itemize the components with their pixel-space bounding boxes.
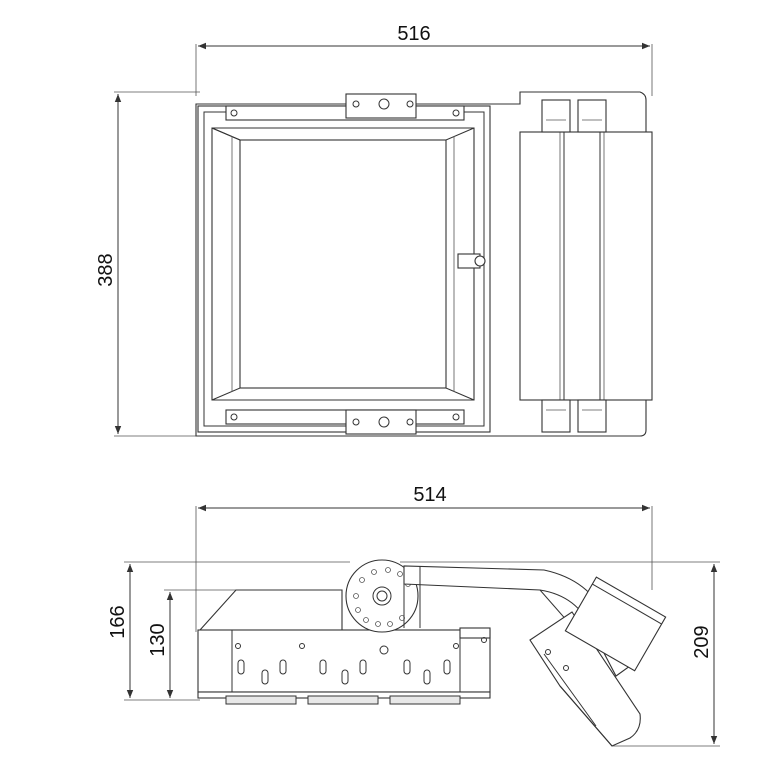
dimension-side-height-outer: 166 — [107, 561, 350, 701]
cable-gland-icon — [457, 253, 486, 269]
driver-clip-top-left — [541, 99, 571, 133]
dimension-top-height: 388 — [95, 91, 200, 437]
led-module-2 — [307, 695, 379, 705]
top-bracket — [225, 105, 465, 121]
dimension-side-height-total: 209 — [400, 561, 720, 747]
dimension-side-height-inner: 130 — [147, 589, 236, 698]
driver-box — [519, 131, 653, 401]
glass-window — [239, 139, 447, 389]
driver-clip-bottom-right — [577, 399, 607, 433]
side-view: 514 166 130 209 — [107, 484, 720, 747]
dimension-top-width: 516 — [195, 23, 653, 96]
lamp-housing — [197, 629, 491, 693]
led-module-1 — [225, 695, 297, 705]
led-module-3 — [389, 695, 461, 705]
arm-clamp — [459, 627, 491, 639]
side-height-outer-label: 166 — [107, 605, 129, 638]
bottom-hinge — [345, 409, 417, 435]
housing-slope — [198, 589, 343, 631]
top-width-label: 516 — [397, 23, 430, 45]
top-height-label: 388 — [95, 253, 117, 286]
driver-clip-top-right — [577, 99, 607, 133]
side-height-total-label: 209 — [691, 625, 713, 658]
side-driver-box — [564, 576, 667, 672]
driver-clip-bottom-left — [541, 399, 571, 433]
side-width-label: 514 — [413, 484, 446, 506]
side-height-inner-label: 130 — [147, 623, 169, 656]
vent-slots — [235, 643, 459, 685]
bottom-bracket — [225, 409, 465, 425]
mounting-plate — [529, 611, 641, 747]
top-hinge — [345, 93, 417, 119]
dimension-side-width: 514 — [195, 484, 653, 632]
top-view: 516 388 — [95, 23, 653, 437]
